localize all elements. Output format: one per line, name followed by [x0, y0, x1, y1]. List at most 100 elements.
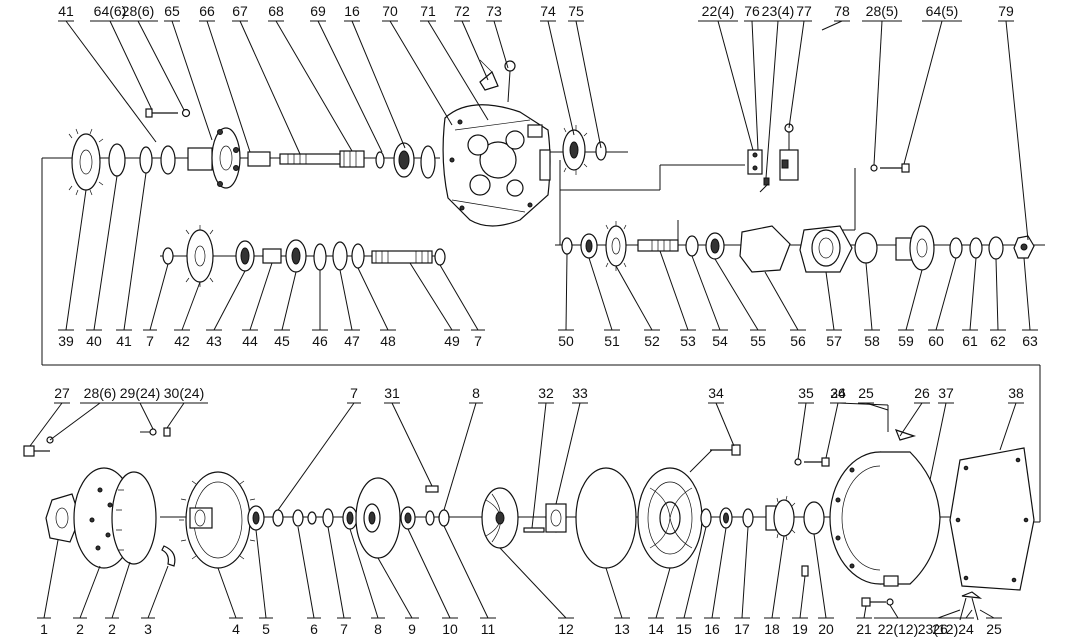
- callout-number: 59: [898, 333, 914, 349]
- callout-number: 25: [858, 385, 874, 401]
- callout-labels-top-upper-4: 66: [199, 3, 251, 153]
- callout-labels-bottom-lower-22: 22(12): [874, 604, 922, 637]
- callout-labels-bottom-lower-16: 16: [704, 527, 727, 637]
- callout-number: 72: [454, 3, 470, 19]
- callout-labels-top-lower-18: 55: [714, 258, 766, 349]
- callout-labels-top-lower-4: 42: [174, 281, 201, 349]
- callout-labels-bottom-upper-14: 26: [899, 385, 930, 437]
- callout-labels-top-lower-3: 7: [143, 263, 169, 349]
- bearing-69: [393, 142, 415, 178]
- oring-14: [575, 467, 637, 569]
- leader-line: [714, 258, 759, 331]
- callout-labels-top-lower-16: 53: [659, 250, 696, 349]
- bearing-55: [705, 232, 725, 260]
- leader-line: [275, 20, 353, 152]
- gear-11: [400, 506, 416, 530]
- key-32: [523, 527, 545, 533]
- callout-labels-top-upper-13: 74: [540, 3, 575, 136]
- leader-line: [1005, 20, 1029, 241]
- leader-line: [655, 567, 671, 619]
- ring-7d: [292, 509, 304, 527]
- callout-number: 32: [538, 385, 554, 401]
- leader-line: [93, 175, 118, 331]
- callout-number: 62: [990, 333, 1006, 349]
- ring-40: [108, 143, 126, 177]
- callout-labels-top-upper-16: 76: [744, 3, 760, 151]
- leader-line: [389, 20, 453, 126]
- callout-number: 78: [834, 3, 850, 19]
- callout-number: 8: [374, 621, 382, 637]
- leader-line: [771, 535, 785, 619]
- callout-labels-bottom-upper-0: 27: [29, 385, 70, 447]
- leader-line: [109, 20, 153, 111]
- ring-7c: [272, 509, 284, 527]
- pin-31: [425, 485, 439, 493]
- leader-line: [1023, 257, 1031, 331]
- callout-labels-top-upper-20: 28(5): [862, 3, 902, 166]
- impeller-13: [481, 487, 519, 549]
- callout-number: 17: [734, 621, 750, 637]
- callout-number: 3: [144, 621, 152, 637]
- ring-8: [322, 508, 334, 528]
- leader-line: [765, 20, 779, 179]
- callout-number: 21: [856, 621, 872, 637]
- callout-number: 25: [986, 621, 1002, 637]
- ring-62b: [988, 236, 1004, 260]
- callout-labels-bottom-lower-3: 3: [141, 565, 169, 637]
- callout-labels-bottom-upper-6: 8: [443, 385, 483, 511]
- callout-labels-top-upper-7: 69: [310, 3, 383, 153]
- callout-number: 2: [76, 621, 84, 637]
- nut-63: [1013, 235, 1035, 259]
- ring-7b: [434, 248, 446, 266]
- callout-labels-top-upper-22: 79: [998, 3, 1029, 241]
- block-76: [747, 149, 770, 193]
- gasket-38: [949, 447, 1035, 591]
- hub-5: [189, 507, 213, 529]
- leader-line: [555, 402, 581, 505]
- callout-number: 53: [680, 333, 696, 349]
- callout-labels-bottom-upper-1: 28(6): [49, 385, 120, 441]
- callout-number: 63: [1022, 333, 1038, 349]
- bearing-43: [235, 240, 255, 272]
- eyebolt-73: [504, 60, 516, 103]
- leader-line: [217, 567, 237, 619]
- callout-labels-top-lower-20: 57: [825, 271, 842, 349]
- gear-52: [605, 221, 627, 271]
- leader-line: [969, 257, 977, 331]
- callout-labels-bottom-lower-0: 1: [37, 539, 59, 637]
- leader-line: [317, 20, 383, 153]
- callout-labels-top-lower-25: 62: [990, 258, 1006, 349]
- callout-number: 57: [826, 333, 842, 349]
- shaft-67: [279, 150, 365, 168]
- callout-number: 20: [818, 621, 834, 637]
- leader-line: [49, 402, 101, 441]
- ring-8b: [425, 510, 435, 526]
- callout-number: 7: [146, 333, 154, 349]
- leader-line: [905, 269, 923, 331]
- washer-61: [949, 237, 963, 259]
- callout-number: 52: [644, 333, 660, 349]
- leader-line: [863, 605, 867, 619]
- callout-labels-bottom-upper-2: 29(24): [116, 385, 164, 430]
- callout-labels-bottom-lower-14: 14: [648, 567, 671, 637]
- leader-line: [349, 528, 379, 619]
- callout-number: 42: [174, 333, 190, 349]
- leader-line: [43, 539, 59, 619]
- callout-number: 28(6): [84, 385, 117, 401]
- callout-number: 41: [116, 333, 132, 349]
- callout-number: 24: [830, 385, 846, 401]
- callout-number: 22(4): [702, 3, 735, 19]
- callout-number: 55: [750, 333, 766, 349]
- callout-number: 1: [40, 621, 48, 637]
- ring-41: [139, 146, 153, 174]
- callout-number: 74: [540, 3, 556, 19]
- callout-number: 66: [199, 3, 215, 19]
- leader-line: [797, 402, 807, 460]
- leader-line: [873, 20, 883, 166]
- callout-number: 18: [764, 621, 780, 637]
- housing-70: [442, 104, 551, 227]
- leader-line: [427, 20, 489, 121]
- ring-68: [375, 151, 385, 169]
- bearing-9: [342, 506, 358, 530]
- callout-number: 47: [344, 333, 360, 349]
